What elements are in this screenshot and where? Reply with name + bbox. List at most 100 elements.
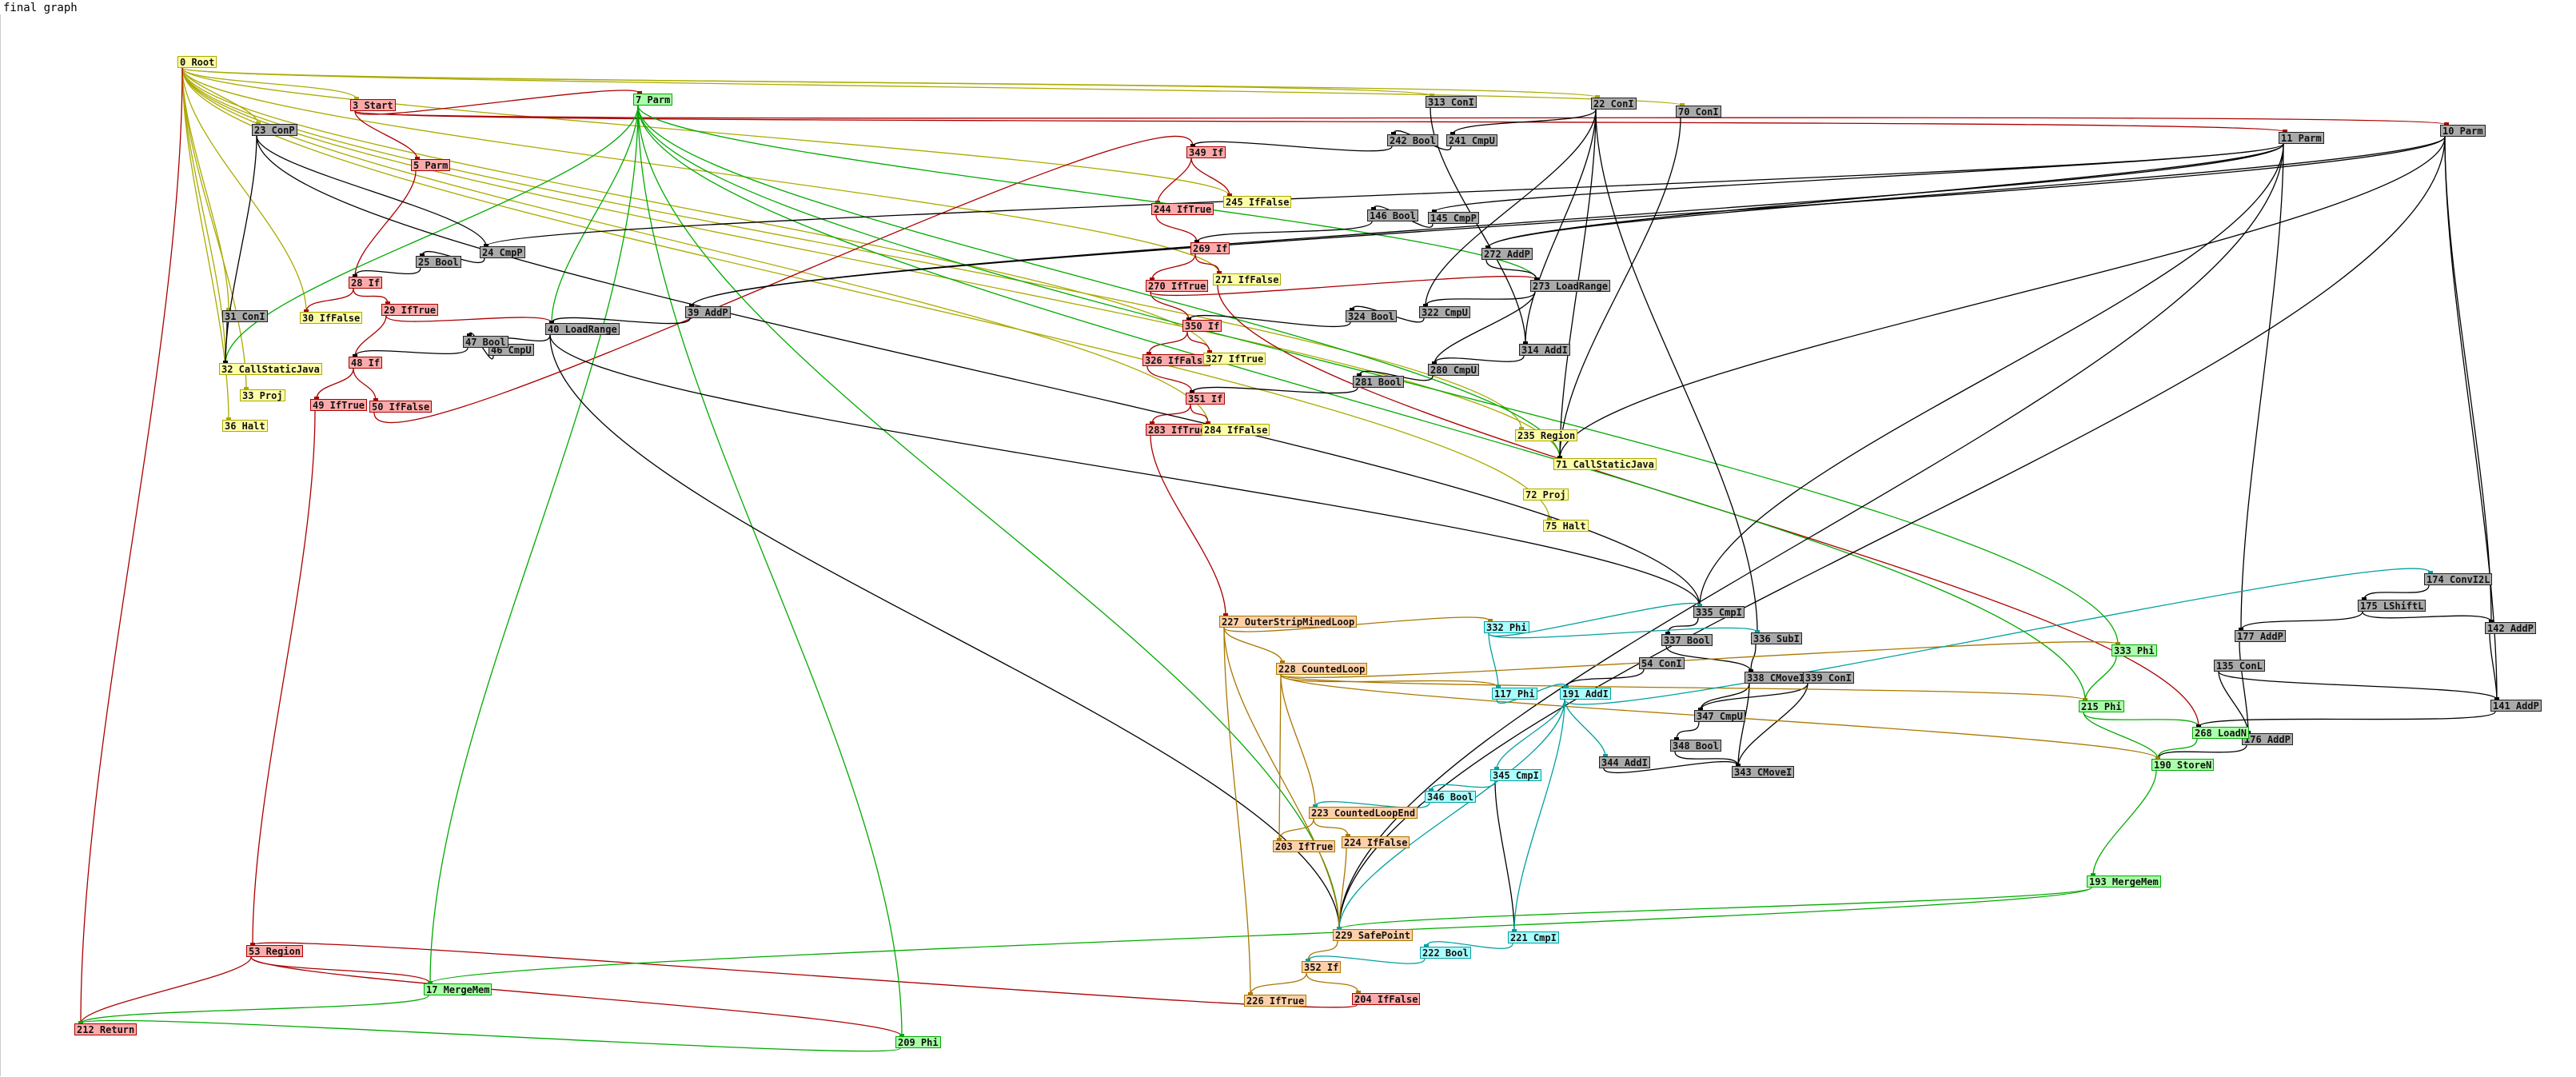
graph-node[interactable]: 23 ConP bbox=[252, 124, 297, 136]
graph-node[interactable]: 175 LShiftL bbox=[2358, 600, 2426, 612]
graph-node[interactable]: 28 If bbox=[349, 277, 383, 289]
graph-node[interactable]: 209 Phi bbox=[895, 1036, 941, 1048]
graph-node[interactable]: 33 Proj bbox=[240, 389, 285, 401]
graph-node[interactable]: 335 CmpI bbox=[1693, 606, 1745, 618]
graph-node[interactable]: 70 ConI bbox=[1676, 106, 1721, 118]
graph-node[interactable]: 75 Halt bbox=[1543, 520, 1589, 532]
graph-node[interactable]: 190 StoreN bbox=[2151, 759, 2215, 771]
graph-node[interactable]: 221 CmpI bbox=[1508, 931, 1559, 943]
graph-node[interactable]: 345 CmpI bbox=[1490, 769, 1541, 781]
graph-node[interactable]: 203 IfTrue bbox=[1273, 840, 1336, 852]
graph-node[interactable]: 269 If bbox=[1190, 242, 1230, 254]
graph-node[interactable]: 39 AddP bbox=[685, 306, 731, 318]
graph-node[interactable]: 344 AddI bbox=[1599, 756, 1650, 768]
graph-node[interactable]: 245 IfFalse bbox=[1223, 196, 1292, 208]
graph-node[interactable]: 268 LoadN bbox=[2192, 727, 2250, 739]
graph-node[interactable]: 29 IfTrue bbox=[381, 304, 439, 316]
graph-node[interactable]: 174 ConvI2L bbox=[2424, 573, 2493, 585]
graph-node[interactable]: 227 OuterStripMinedLoop bbox=[1219, 616, 1358, 628]
graph-edge bbox=[1223, 627, 1251, 995]
graph-node[interactable]: 270 IfTrue bbox=[1146, 280, 1209, 292]
graph-node[interactable]: 347 CmpU bbox=[1694, 710, 1745, 722]
graph-node[interactable]: 244 IfTrue bbox=[1151, 203, 1214, 215]
graph-node[interactable]: 349 If bbox=[1186, 146, 1226, 158]
graph-node[interactable]: 338 CMoveI bbox=[1745, 672, 1808, 684]
graph-node[interactable]: 332 Phi bbox=[1484, 621, 1529, 633]
graph-node[interactable]: 351 If bbox=[1186, 393, 1226, 405]
graph-node[interactable]: 336 SubI bbox=[1751, 632, 1802, 644]
graph-node[interactable]: 40 LoadRange bbox=[545, 323, 620, 335]
graph-node[interactable]: 0 Root bbox=[177, 56, 217, 68]
graph-node[interactable]: 273 LoadRange bbox=[1530, 280, 1610, 292]
graph-node[interactable]: 339 ConI bbox=[1803, 672, 1854, 684]
graph-node[interactable]: 281 Bool bbox=[1353, 376, 1404, 388]
graph-node[interactable]: 53 Region bbox=[246, 945, 304, 957]
graph-node[interactable]: 49 IfTrue bbox=[310, 399, 368, 411]
graph-node[interactable]: 271 IfFalse bbox=[1213, 273, 1282, 285]
graph-node[interactable]: 135 ConL bbox=[2214, 660, 2265, 672]
graph-node[interactable]: 145 CmpP bbox=[1428, 212, 1479, 224]
graph-node[interactable]: 346 Bool bbox=[1425, 791, 1476, 803]
graph-node[interactable]: 10 Parm bbox=[2440, 125, 2486, 137]
graph-node[interactable]: 229 SafePoint bbox=[1333, 929, 1413, 941]
graph-node[interactable]: 54 ConI bbox=[1639, 657, 1685, 669]
graph-node[interactable]: 327 IfTrue bbox=[1203, 353, 1266, 365]
graph-node[interactable]: 47 Bool bbox=[463, 336, 508, 348]
graph-edge bbox=[1307, 940, 1338, 962]
graph-node[interactable]: 333 Phi bbox=[2111, 644, 2157, 656]
graph-node[interactable]: 235 Region bbox=[1515, 429, 1578, 441]
graph-node[interactable]: 146 Bool bbox=[1367, 209, 1418, 221]
graph-node[interactable]: 48 If bbox=[349, 357, 383, 369]
graph-node[interactable]: 348 Bool bbox=[1670, 740, 1721, 752]
graph-node[interactable]: 324 Bool bbox=[1346, 310, 1397, 322]
graph-node[interactable]: 142 AddP bbox=[2485, 622, 2536, 634]
graph-node[interactable]: 25 Bool bbox=[416, 256, 461, 268]
graph-node[interactable]: 350 If bbox=[1182, 320, 1222, 332]
graph-edge bbox=[1338, 699, 1565, 930]
graph-node[interactable]: 272 AddP bbox=[1481, 248, 1533, 260]
graph-node[interactable]: 36 Halt bbox=[222, 420, 268, 432]
graph-node[interactable]: 177 AddP bbox=[2235, 630, 2286, 642]
graph-node[interactable]: 193 MergeMem bbox=[2087, 876, 2161, 888]
graph-node[interactable]: 313 ConI bbox=[1426, 96, 1477, 108]
graph-node[interactable]: 141 AddP bbox=[2490, 700, 2542, 712]
graph-node[interactable]: 71 CallStaticJava bbox=[1553, 458, 1657, 470]
graph-node[interactable]: 280 CmpU bbox=[1428, 364, 1479, 376]
graph-node[interactable]: 284 IfFalse bbox=[1202, 424, 1270, 436]
graph-node[interactable]: 22 ConI bbox=[1591, 98, 1637, 110]
graph-edge bbox=[1737, 683, 1808, 767]
graph-node[interactable]: 215 Phi bbox=[2079, 700, 2124, 712]
graph-node[interactable]: 226 IfTrue bbox=[1244, 995, 1307, 1007]
graph-node[interactable]: 283 IfTrue bbox=[1146, 424, 1209, 436]
graph-node[interactable]: 314 AddI bbox=[1519, 344, 1570, 356]
graph-node[interactable]: 228 CountedLoop bbox=[1276, 663, 1368, 675]
graph-node[interactable]: 337 Bool bbox=[1661, 634, 1713, 646]
graph-node[interactable]: 352 If bbox=[1302, 961, 1342, 973]
graph-node[interactable]: 32 CallStaticJava bbox=[219, 363, 322, 375]
graph-node[interactable]: 31 ConI bbox=[222, 310, 268, 322]
graph-node[interactable]: 241 CmpU bbox=[1446, 134, 1497, 146]
graph-node[interactable]: 17 MergeMem bbox=[424, 983, 492, 995]
graph-node[interactable]: 5 Parm bbox=[411, 159, 451, 171]
graph-node[interactable]: 242 Bool bbox=[1387, 134, 1438, 146]
graph-node[interactable]: 11 Parm bbox=[2279, 132, 2324, 144]
graph-node[interactable]: 7 Parm bbox=[633, 94, 673, 106]
graph-edge bbox=[1196, 221, 1373, 243]
graph-node[interactable]: 322 CmpU bbox=[1419, 306, 1470, 318]
graph-node[interactable]: 224 IfFalse bbox=[1342, 836, 1410, 848]
graph-node[interactable]: 223 CountedLoopEnd bbox=[1309, 807, 1418, 819]
graph-node[interactable]: 326 IfFalse bbox=[1142, 354, 1211, 366]
graph-node[interactable]: 176 AddP bbox=[2242, 733, 2293, 745]
graph-node[interactable]: 343 CMoveI bbox=[1732, 766, 1795, 778]
graph-node[interactable]: 191 AddI bbox=[1560, 688, 1611, 700]
graph-edge bbox=[256, 135, 1701, 607]
graph-node[interactable]: 222 Bool bbox=[1420, 947, 1471, 959]
graph-node[interactable]: 3 Start bbox=[350, 99, 396, 111]
graph-node[interactable]: 30 IfFalse bbox=[300, 312, 363, 324]
graph-node[interactable]: 24 CmpP bbox=[480, 246, 525, 258]
graph-node[interactable]: 204 IfFalse bbox=[1352, 993, 1421, 1005]
graph-node[interactable]: 72 Proj bbox=[1523, 489, 1569, 501]
graph-node[interactable]: 212 Return bbox=[74, 1023, 138, 1035]
graph-node[interactable]: 117 Phi bbox=[1492, 688, 1537, 700]
graph-node[interactable]: 50 IfFalse bbox=[369, 401, 433, 413]
